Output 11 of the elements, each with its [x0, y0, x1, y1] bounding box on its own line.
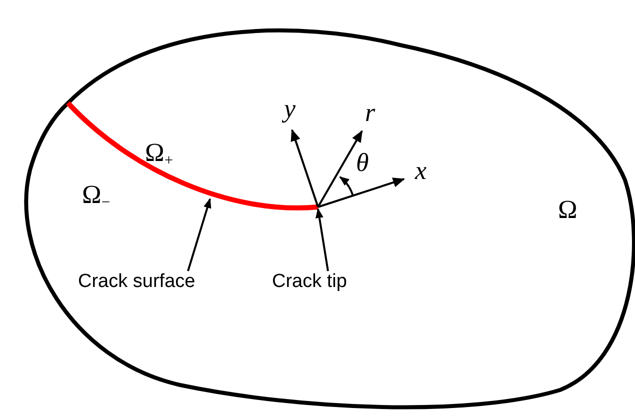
domain-symbol: Ω — [558, 197, 578, 223]
axis-label: x — [415, 158, 427, 184]
axis-label: y — [284, 96, 296, 122]
leader-arrow — [187, 198, 212, 272]
caption-text: Crack tip — [272, 271, 347, 293]
axis-label: r — [365, 100, 376, 126]
region-label: Ω$_{−}$ — [82, 182, 110, 210]
region-label: Ω$_{+}$ — [145, 140, 174, 168]
leader-arrow — [315, 208, 329, 272]
axis-label: θ — [356, 150, 369, 176]
caption-text: Crack surface — [78, 271, 196, 293]
